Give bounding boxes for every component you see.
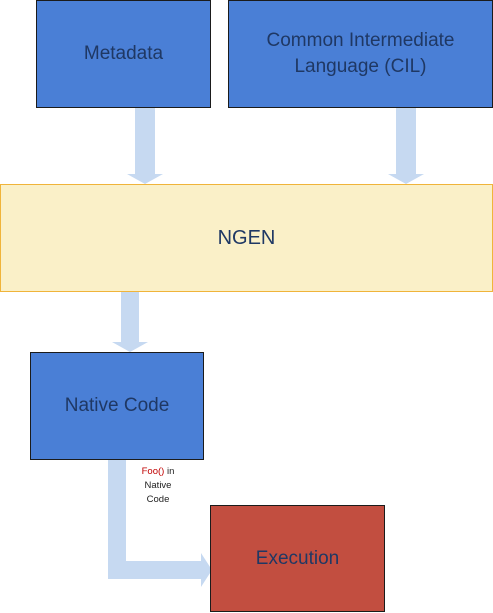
execution-label: Execution [255, 547, 340, 569]
annotation-line2: Native [144, 479, 172, 491]
metadata-node: Metadata [36, 0, 211, 108]
annotation-line3: Code [146, 493, 170, 505]
execution-node: Execution [210, 505, 385, 612]
cil-label-line1: Common Intermediate [266, 30, 455, 52]
native-code-label: Native Code [64, 395, 170, 417]
annotation-function: Foo() [141, 466, 165, 477]
metadata-label: Metadata [83, 43, 164, 65]
cil-node: Common Intermediate Language (CIL) [228, 0, 493, 108]
cil-label-line2: Language (CIL) [294, 56, 427, 77]
native-code-node: Native Code [30, 352, 204, 460]
annotation-suffix: in [164, 466, 175, 477]
ngen-node: NGEN [0, 184, 493, 292]
edge-annotation: Foo() in Native Code [130, 465, 186, 506]
ngen-label: NGEN [217, 226, 276, 249]
arrow-metadata-to-ngen [127, 108, 163, 184]
arrow-cil-to-ngen [388, 108, 424, 184]
arrow-ngen-to-native-code [112, 292, 148, 352]
arrow-native-code-to-execution [108, 460, 212, 587]
